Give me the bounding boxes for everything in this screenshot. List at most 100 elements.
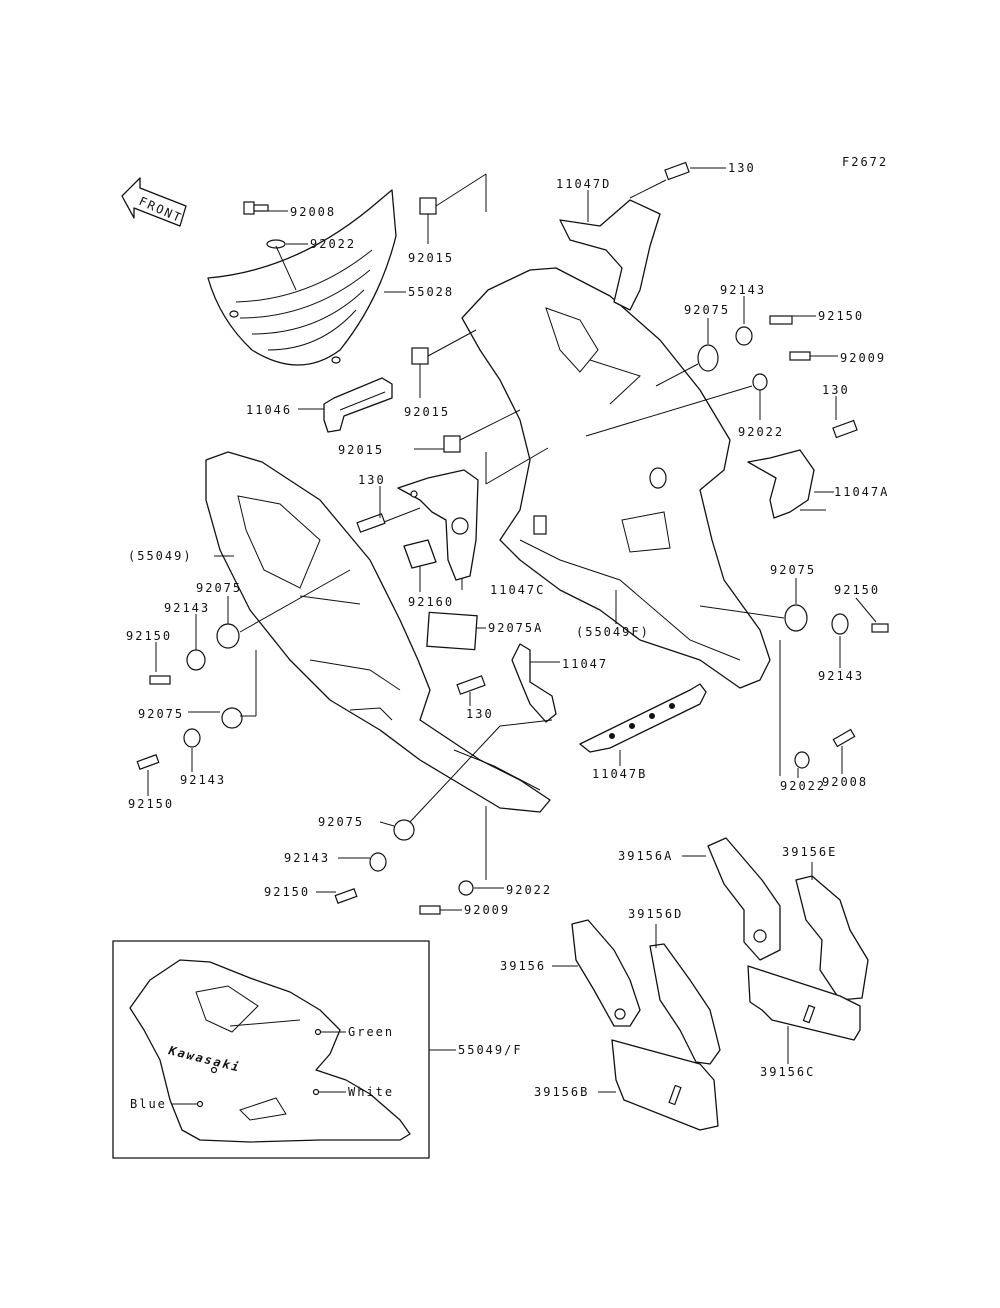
label-92075A: 92075A: [488, 621, 543, 635]
bolt-130-r: [832, 419, 858, 439]
bracket-11046: [323, 377, 393, 433]
inset-55049F: Kawasaki Green White Blue: [112, 940, 430, 1159]
label-11047D: 11047D: [556, 177, 611, 191]
bolt-92150-r: [769, 315, 793, 325]
label-55049-F: 55049/F: [458, 1043, 523, 1057]
bracket-11047B: [579, 683, 707, 753]
figure-code: F2672: [842, 155, 888, 169]
bolt-92008-top: [243, 201, 269, 215]
label-92150-l: 92150: [126, 629, 172, 643]
washer-92022-b: [458, 880, 474, 896]
bolt-92008-r: [832, 728, 856, 748]
label-11047C: 11047C: [490, 583, 545, 597]
nut-92015-b: [411, 347, 429, 365]
right-cowl-55049F: [461, 267, 771, 689]
label-55028: 55028: [408, 285, 454, 299]
label-92075-l: 92075: [196, 581, 242, 595]
bolt-130-mid: [356, 513, 386, 533]
label-39156D: 39156D: [628, 907, 683, 921]
inset-color-blue: Blue: [130, 1097, 167, 1111]
bolt-92009-b: [419, 905, 441, 915]
grommet-92075-r: [697, 344, 719, 372]
label-92015-b: 92015: [404, 405, 450, 419]
collar-92143-r: [735, 326, 753, 346]
label-92143-l: 92143: [164, 601, 210, 615]
label-92143-r2: 92143: [818, 669, 864, 683]
bracket-11047C: [397, 469, 479, 581]
label-92009-b: 92009: [464, 903, 510, 917]
front-arrow: FRONT: [121, 177, 187, 227]
label-130-top: 130: [728, 161, 756, 175]
label-130-r: 130: [822, 383, 850, 397]
shield-39156B: [611, 1039, 719, 1131]
label-92150-b: 92150: [264, 885, 310, 899]
grommet-92075-l2: [221, 707, 243, 729]
label-92143-l2: 92143: [180, 773, 226, 787]
label-92143-r: 92143: [720, 283, 766, 297]
label-92075-r: 92075: [684, 303, 730, 317]
label-92075-l2: 92075: [138, 707, 184, 721]
label-11047: 11047: [562, 657, 608, 671]
bolt-92150-l: [149, 675, 171, 685]
collar-92143-l2: [183, 728, 201, 748]
collar-92143-b: [369, 852, 387, 872]
nut-92015-a: [419, 197, 437, 215]
label-39156A: 39156A: [618, 849, 673, 863]
grommet-92075-b: [393, 819, 415, 841]
nut-92015-c: [443, 435, 461, 453]
left-cowl-55049: [205, 451, 551, 813]
label-92015-a: 92015: [408, 251, 454, 265]
shield-39156A: [707, 837, 781, 961]
block-92160: [403, 539, 437, 569]
washer-92022-r: [752, 373, 768, 391]
bolt-92009-r: [789, 351, 811, 361]
label-39156E: 39156E: [782, 845, 837, 859]
label-92075-b: 92075: [318, 815, 364, 829]
grommet-92075-l: [216, 623, 240, 649]
grommet-92075-r2: [784, 604, 808, 632]
leader-lines: [147, 167, 877, 1093]
label-92022-r2: 92022: [780, 779, 826, 793]
grommet-92022-top: [266, 239, 286, 249]
label-92150-l2: 92150: [128, 797, 174, 811]
label-11046: 11046: [246, 403, 292, 417]
label-39156B: 39156B: [534, 1085, 589, 1099]
label-55049: (55049): [128, 549, 193, 563]
label-92160: 92160: [408, 595, 454, 609]
label-92008-top: 92008: [290, 205, 336, 219]
label-92143-b: 92143: [284, 851, 330, 865]
label-92150-r: 92150: [818, 309, 864, 323]
part-labels: 130 11047D 92008 92022 92015 55028 92015…: [126, 161, 889, 1099]
bolt-130-top: [664, 161, 690, 181]
bracket-11047: [511, 643, 557, 723]
upper-cover-55028: [207, 189, 397, 366]
collar-92143-r2: [831, 613, 849, 635]
inset-color-green: Green: [348, 1025, 394, 1039]
label-92022-r: 92022: [738, 425, 784, 439]
bolt-130-low: [456, 675, 486, 695]
label-11047A: 11047A: [834, 485, 889, 499]
label-39156: 39156: [500, 959, 546, 973]
inset-color-white: White: [348, 1085, 394, 1099]
bolt-92150-b: [334, 888, 358, 904]
shield-39156C: [747, 965, 861, 1041]
label-92015-c: 92015: [338, 443, 384, 457]
bolt-92150-r2: [871, 623, 889, 633]
bracket-11047D: [559, 199, 661, 311]
label-92008-r: 92008: [822, 775, 868, 789]
label-92150-r2: 92150: [834, 583, 880, 597]
shield-39156D: [649, 943, 721, 1065]
bracket-11047A: [747, 449, 815, 519]
shield-39156E: [795, 875, 869, 1001]
pad-92075A: [426, 611, 478, 651]
label-130-low: 130: [466, 707, 494, 721]
label-55049F: (55049F): [576, 625, 650, 639]
label-11047B: 11047B: [592, 767, 647, 781]
label-92075-r2: 92075: [770, 563, 816, 577]
label-39156C: 39156C: [760, 1065, 815, 1079]
collar-92143-l: [186, 649, 206, 671]
label-92022-b: 92022: [506, 883, 552, 897]
label-130-mid: 130: [358, 473, 386, 487]
bolt-92150-l2: [136, 754, 160, 770]
